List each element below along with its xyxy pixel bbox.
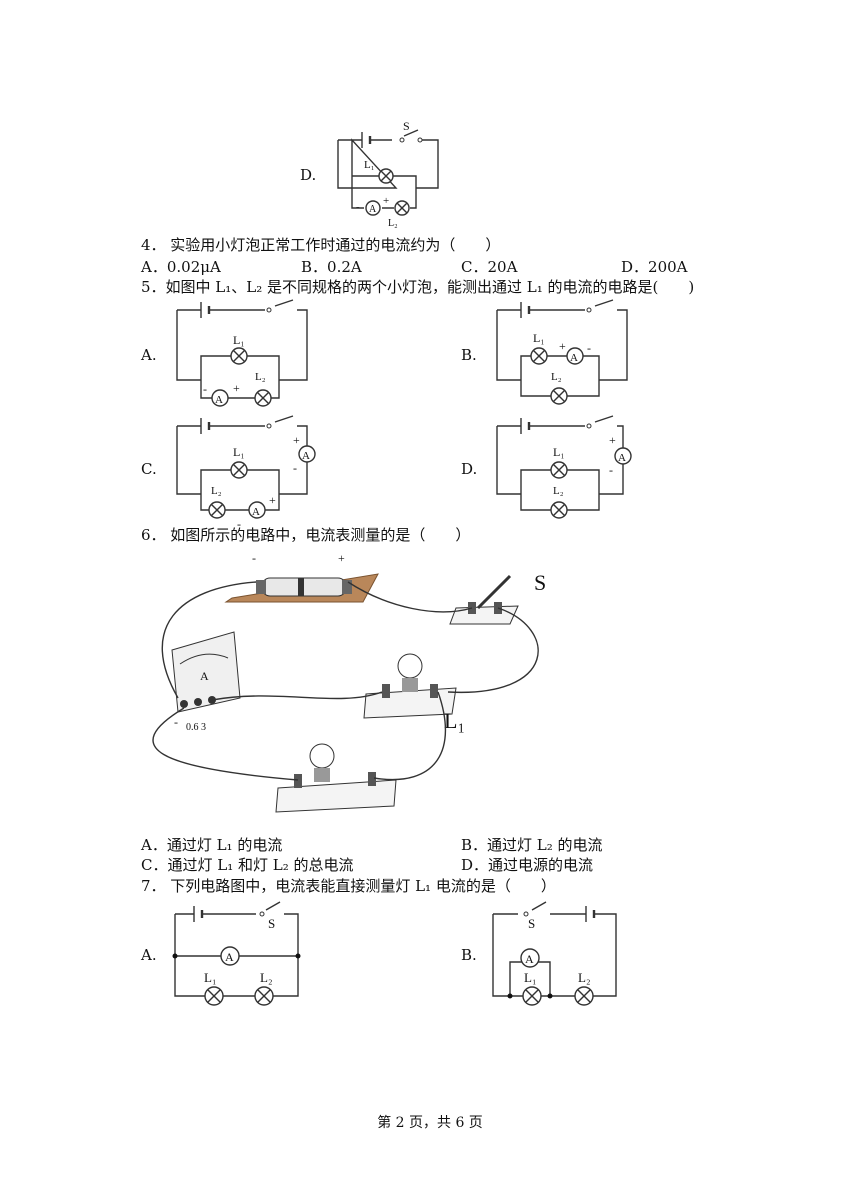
svg-text:L₁: L₁ (364, 159, 375, 171)
q6-physical-circuit: - + S A 0.6 3 - L₁ (152, 551, 546, 813)
q5-circuit-d: A + - L₁ L₂ (496, 415, 632, 519)
svg-text:L₂: L₂ (388, 218, 398, 229)
svg-text:A: A (200, 669, 209, 683)
lamp-icon (394, 200, 410, 216)
q3-option-d-label: D. (300, 166, 317, 184)
q6-stem: 6． 如图所示的电路中，电流表测量的是（ ） (141, 526, 471, 544)
q4-option-c[interactable]: C．20A (461, 258, 518, 276)
switch-s-label: S (403, 119, 410, 133)
svg-text:L₂: L₂ (260, 970, 272, 985)
svg-text:+: + (293, 433, 300, 447)
svg-text:L₁: L₁ (233, 333, 245, 347)
svg-text:-: - (293, 461, 297, 475)
svg-text:+: + (338, 551, 345, 565)
svg-text:A: A (252, 506, 260, 518)
q5-label-a[interactable]: A. (141, 346, 157, 364)
svg-text:L₂: L₂ (255, 371, 266, 383)
svg-text:-: - (203, 382, 207, 396)
q6-option-a[interactable]: A．通过灯 L₁ 的电流 (141, 836, 283, 854)
svg-text:-: - (252, 551, 256, 565)
q6-option-c[interactable]: C．通过灯 L₁ 和灯 L₂ 的总电流 (141, 856, 354, 874)
svg-text:-: - (356, 201, 360, 213)
svg-text:L₁: L₁ (524, 970, 536, 985)
svg-text:L₂: L₂ (578, 970, 590, 985)
q6-option-b[interactable]: B．通过灯 L₂ 的电流 (461, 836, 603, 854)
q4-option-d[interactable]: D．200A (621, 258, 688, 276)
svg-text:A: A (302, 450, 310, 462)
svg-text:-: - (174, 715, 178, 729)
q5-circuit-b: A L₁ + - L₂ (496, 299, 628, 405)
svg-text:S: S (528, 916, 535, 931)
q5-label-b[interactable]: B. (461, 346, 477, 364)
svg-text:0.6 3: 0.6 3 (186, 722, 206, 733)
svg-text:L₁: L₁ (233, 445, 245, 459)
svg-text:A: A (369, 204, 377, 215)
svg-text:+: + (609, 433, 616, 447)
q4-option-a[interactable]: A．0.02μA (141, 258, 221, 276)
svg-text:L₁: L₁ (444, 708, 465, 733)
q3-d-circuit: S L₁ A - + L₂ (337, 119, 439, 229)
q7-circuit-b: S A L₁ L₂ (492, 901, 617, 1006)
q5-circuit-c: A + - L₁ A L₂ + - (176, 415, 316, 531)
svg-text:A: A (618, 452, 626, 464)
q7-circuit-a: S A L₁ L₂ (172, 901, 301, 1006)
ammeter-icon (365, 200, 381, 216)
q7-label-b[interactable]: B. (461, 946, 477, 964)
q5-circuit-a: L₁ A - + L₂ (176, 299, 308, 407)
svg-text:+: + (269, 493, 276, 507)
svg-text:-: - (587, 341, 591, 355)
lamp-icon (378, 168, 394, 184)
q4-option-b[interactable]: B．0.2A (301, 258, 362, 276)
q7-stem: 7． 下列电路图中，电流表能直接测量灯 L₁ 电流的是（ ） (141, 877, 556, 895)
svg-text:+: + (383, 195, 389, 207)
q6-option-d[interactable]: D．通过电源的电流 (461, 856, 594, 874)
svg-text:A: A (525, 952, 534, 966)
svg-text:-: - (237, 517, 241, 531)
switch-s-label: S (534, 570, 546, 595)
svg-text:L₂: L₂ (211, 485, 222, 497)
svg-text:L₂: L₂ (553, 485, 564, 497)
q4-stem: 4． 实验用小灯泡正常工作时通过的电流约为（ ） (141, 236, 501, 254)
svg-text:A: A (570, 352, 578, 364)
svg-text:L₁: L₁ (204, 970, 216, 985)
svg-text:A: A (215, 394, 223, 406)
svg-text:+: + (559, 339, 566, 353)
svg-text:A: A (225, 950, 234, 964)
q5-label-c[interactable]: C. (141, 460, 157, 478)
svg-text:+: + (233, 381, 240, 395)
q7-label-a[interactable]: A. (141, 946, 157, 964)
q5-label-d[interactable]: D. (461, 460, 478, 478)
svg-text:L₁: L₁ (553, 445, 565, 459)
svg-text:S: S (268, 916, 275, 931)
q5-stem: 5．如图中 L₁、L₂ 是不同规格的两个小灯泡，能测出通过 L₁ 的电流的电路是… (141, 278, 695, 296)
page-footer: 第 2 页，共 6 页 (377, 1115, 483, 1131)
svg-text:L₁: L₁ (533, 331, 545, 345)
svg-text:-: - (609, 463, 613, 477)
svg-text:L₂: L₂ (551, 371, 562, 383)
